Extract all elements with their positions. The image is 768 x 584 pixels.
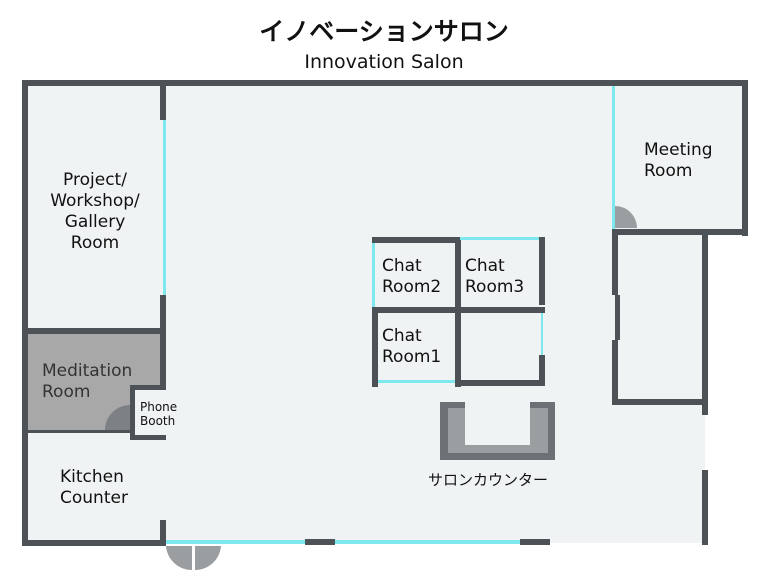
- meditation-room-label: Meditation Room: [42, 361, 133, 402]
- meditation-door-arc: [105, 405, 130, 430]
- chat-room-2-label: Chat Room2: [382, 256, 442, 297]
- salon-counter-label: サロンカウンター: [428, 471, 549, 489]
- chat-room-3-label: Chat Room3: [465, 256, 525, 297]
- chat-room-1-label: Chat Room1: [382, 326, 442, 367]
- phone-booth-fill: [135, 388, 160, 435]
- glass-walls: [163, 86, 615, 544]
- walls: [22, 80, 748, 546]
- title-japanese: イノベーションサロン: [259, 17, 509, 46]
- meeting-room-label: Meeting Room: [644, 140, 713, 181]
- kitchen-counter-label: Kitchen Counter: [60, 467, 128, 508]
- meeting-door-arc: [615, 206, 637, 228]
- project-room-label: Project/ Workshop/ Gallery Room: [50, 170, 140, 253]
- entrance-door-left: [166, 546, 192, 571]
- phone-booth-label: Phone Booth: [140, 400, 178, 428]
- salon-counter-top: [448, 408, 548, 453]
- floor-right-gap: [705, 235, 750, 545]
- title-english: Innovation Salon: [304, 51, 464, 73]
- entrance-door-right: [195, 546, 221, 571]
